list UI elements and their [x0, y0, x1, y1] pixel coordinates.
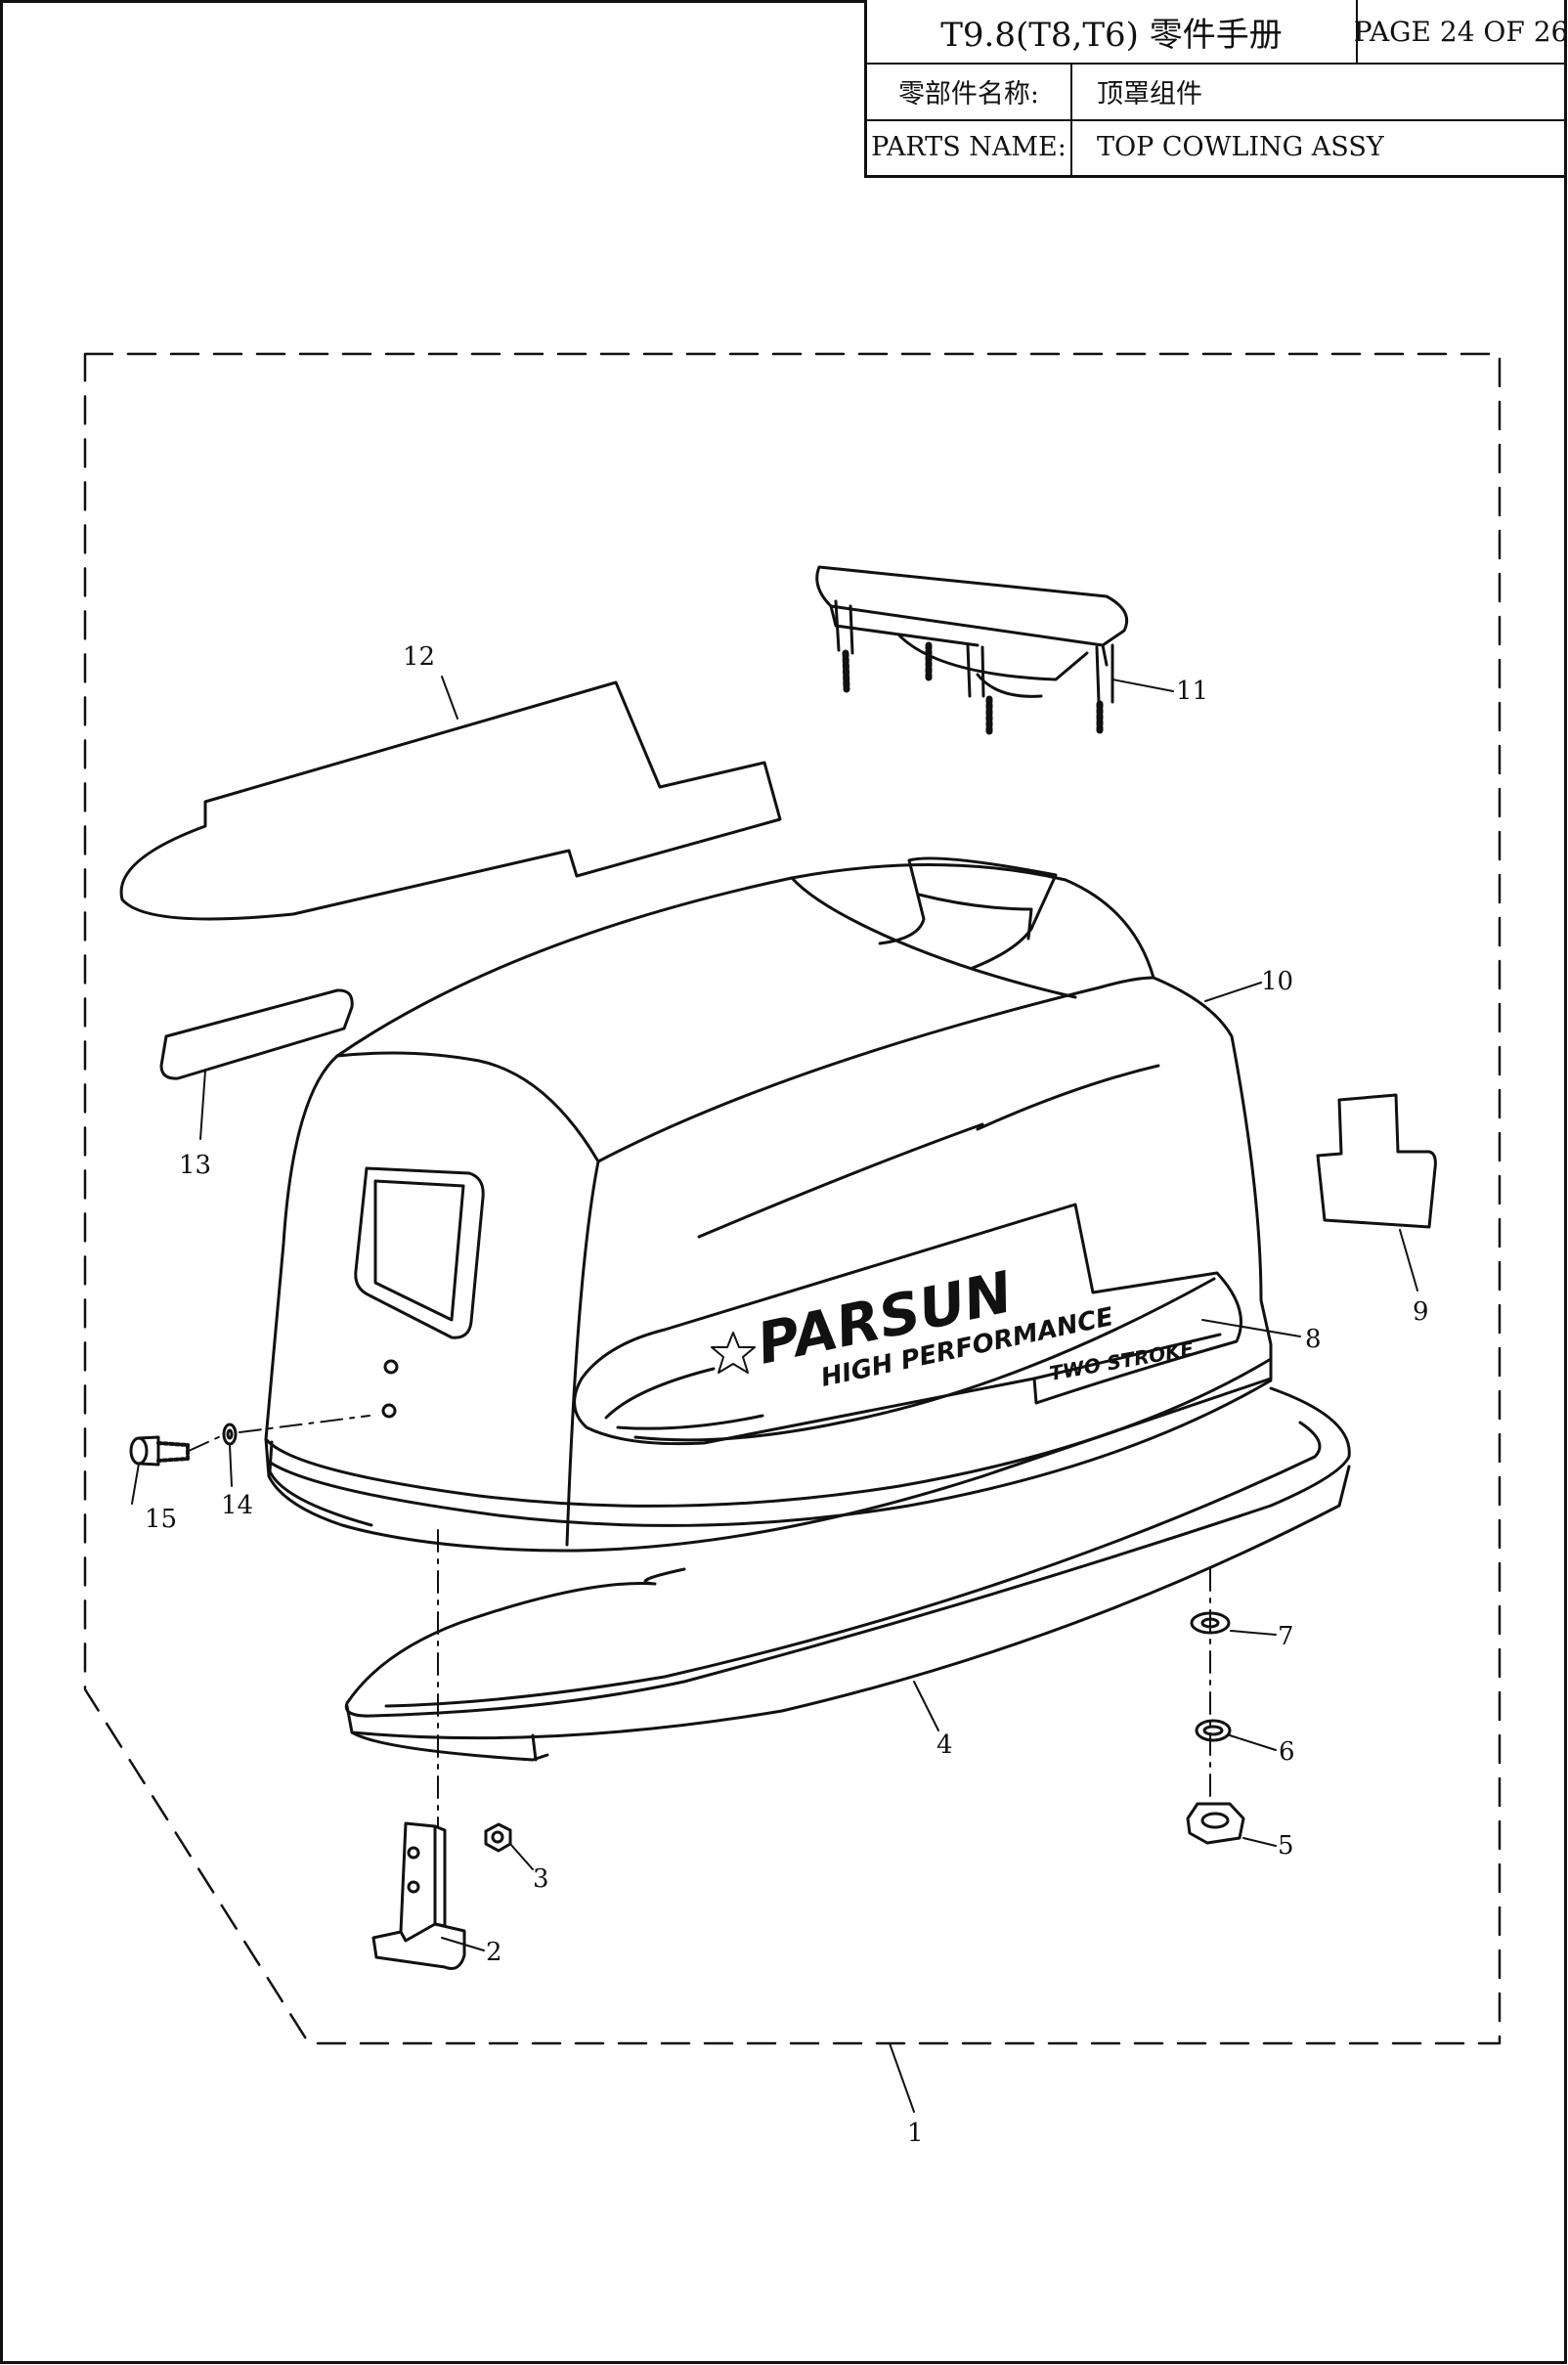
- name-label-en: PARTS NAME:: [867, 119, 1072, 175]
- part-5-nut: [1186, 1802, 1245, 1845]
- part-3-nut: [484, 1822, 512, 1853]
- callout-15: 15: [145, 1505, 177, 1534]
- callout-13: 13: [179, 1151, 211, 1180]
- callout-5: 5: [1278, 1831, 1294, 1861]
- page-number: PAGE 24 OF 26: [1353, 15, 1568, 48]
- callout-12: 12: [403, 642, 435, 672]
- name-value-en: TOP COWLING ASSY: [1097, 132, 1384, 162]
- callout-8: 8: [1305, 1325, 1322, 1354]
- part-10-top-cowling: [264, 856, 1273, 1553]
- callout-9: 9: [1413, 1297, 1429, 1327]
- model-title: T9.8(T8,T6) 零件手册: [867, 0, 1358, 63]
- part-8-main-decal: PARSUN HIGH PERFORMANCE TWO STROKE: [573, 1203, 1242, 1446]
- name-en-row: PARTS NAME: TOP COWLING ASSY: [867, 119, 1564, 175]
- part-12-side-decal: [119, 680, 782, 921]
- name-label-cn: 零部件名称:: [867, 63, 1072, 119]
- star-icon: [711, 1332, 756, 1374]
- callout-6: 6: [1279, 1737, 1295, 1767]
- callout-2: 2: [486, 1938, 502, 1967]
- part-6-lock-washer: [1195, 1719, 1232, 1742]
- part-4-seal: [344, 1386, 1351, 1762]
- title-block: T9.8(T8,T6) 零件手册 PAGE 24 OF 26 零部件名称: 顶罩…: [864, 0, 1568, 178]
- callout-10: 10: [1261, 967, 1293, 996]
- callout-3: 3: [533, 1864, 549, 1894]
- part-11-intake-cover: [815, 565, 1129, 737]
- title-row: T9.8(T8,T6) 零件手册 PAGE 24 OF 26: [867, 0, 1568, 65]
- part-9-label: [1316, 1093, 1437, 1229]
- callout-1: 1: [907, 2119, 924, 2148]
- name-value-cn: 顶罩组件: [1097, 78, 1202, 109]
- part-2-bracket: [371, 1821, 466, 1970]
- callout-14: 14: [221, 1491, 253, 1520]
- decal-stroke: TWO STROKE: [1048, 1336, 1197, 1385]
- center-lines: [188, 1415, 1211, 1827]
- callout-7: 7: [1278, 1622, 1294, 1651]
- part-15-screw: [129, 1435, 190, 1467]
- part-14-washer: [222, 1423, 238, 1446]
- callout-4: 4: [936, 1730, 953, 1760]
- name-cn-row: 零部件名称: 顶罩组件: [867, 63, 1564, 121]
- assembly-boundary: [83, 352, 1502, 2045]
- callout-labels: 12 11 10 13 8 9 14 15 7 6 5 4 3 2 1: [145, 642, 1429, 2148]
- callout-11: 11: [1176, 677, 1208, 706]
- leader-lines: [131, 676, 1418, 2113]
- part-13-small-decal: [159, 988, 354, 1080]
